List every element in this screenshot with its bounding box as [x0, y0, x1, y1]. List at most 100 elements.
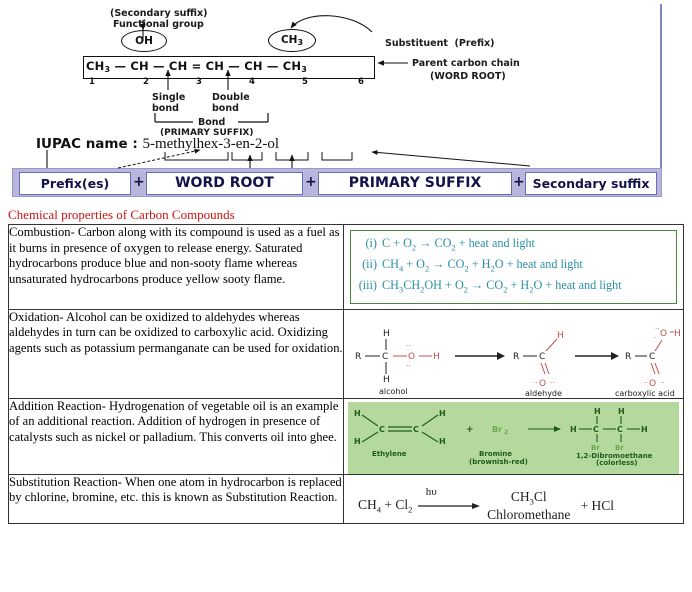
component-word-root-label: WORD ROOT	[175, 175, 274, 191]
svg-text:Ethylene: Ethylene	[372, 450, 407, 458]
svg-text:Br: Br	[615, 444, 624, 452]
addition-figure: H H C C H H Ethylene +	[343, 397, 684, 475]
arrow-icon	[417, 502, 480, 509]
svg-text:O: O	[660, 329, 667, 339]
svg-text:O: O	[408, 352, 415, 362]
table-row: Combustion- Carbon along with its compou…	[8, 224, 684, 310]
diagram-connectors	[46, 15, 531, 169]
combustion-description: Combustion- Carbon along with its compou…	[8, 224, 344, 310]
substitution-description: Substitution Reaction- When one atom in …	[8, 473, 344, 524]
component-word-root: WORD ROOT	[146, 172, 303, 195]
reaction-arrow: hυ	[416, 486, 484, 512]
combustion-equation-2: (ii)CH4 + O2 → CO2 + H2O + heat and ligh…	[355, 256, 672, 277]
svg-text:R: R	[625, 352, 631, 362]
component-prefix: Prefix(es)	[19, 172, 131, 195]
label-bond: Bond	[198, 117, 226, 128]
equation-number: (ii)	[362, 256, 377, 271]
svg-text:H: H	[641, 425, 648, 434]
substituent-circle: CH3	[268, 29, 316, 52]
component-secondary-suffix: Secondary suffix	[525, 172, 657, 195]
substitution-product: CH3Cl Chloromethane	[487, 489, 570, 523]
svg-text:··: ··	[550, 379, 554, 387]
combustion-equations-box: (i)C + O2 → CO2 + heat and light (ii)CH4…	[350, 230, 677, 304]
svg-text:+: +	[466, 425, 474, 435]
svg-text:alcohol: alcohol	[379, 387, 408, 396]
reaction-condition: hυ	[425, 485, 437, 498]
svg-text:H: H	[439, 437, 446, 446]
substitution-figure: CH4 + Cl2 hυ CH3Cl Chloromethane + HCl	[343, 473, 684, 524]
table-row: Oxidation- Alcohol can be oxidized to al…	[8, 308, 684, 399]
oxidation-description: Oxidation- Alcohol can be oxidized to al…	[8, 308, 344, 399]
substitution-byproduct: + HCl	[573, 497, 615, 513]
svg-text:C: C	[413, 425, 419, 434]
svg-text:carboxylic acid: carboxylic acid	[615, 389, 675, 398]
page-title: Chemical properties of Carbon Compounds	[8, 207, 235, 222]
addition-green-panel: H H C C H H Ethylene +	[348, 401, 679, 474]
svg-text:H: H	[433, 352, 440, 362]
iupac-name-label: IUPAC name :	[36, 136, 138, 152]
svg-text:Bromine: Bromine	[479, 450, 512, 458]
combustion-equation-3: (iii)CH3CH2OH + O2 → CO2 + H2O + heat an…	[355, 277, 672, 298]
svg-text:··: ··	[406, 342, 410, 350]
svg-text:(brownish-red): (brownish-red)	[469, 458, 528, 466]
chemical-properties-table: Combustion- Carbon along with its compou…	[8, 224, 684, 524]
svg-text:C: C	[379, 425, 385, 434]
iupac-name-line: IUPAC name : 5-methylhex-3-en-2-ol	[36, 136, 279, 153]
svg-text:H: H	[354, 437, 361, 446]
component-prefix-label: Prefix(es)	[40, 176, 110, 191]
component-primary-suffix-label: PRIMARY SUFFIX	[348, 175, 482, 191]
product-name: Chloromethane	[487, 506, 571, 522]
iupac-naming-diagram: (Secondary suffix) Functional group Subs…	[0, 0, 692, 205]
svg-text:(colorless): (colorless)	[596, 459, 638, 466]
svg-text:C: C	[617, 425, 623, 434]
iupac-name-value: 5-methylhex-3-en-2-ol	[142, 136, 280, 152]
svg-text:O: O	[649, 379, 656, 389]
svg-text:H: H	[439, 409, 446, 418]
svg-text:H: H	[570, 425, 577, 434]
svg-text:H: H	[557, 331, 564, 341]
parent-chain-box	[83, 56, 375, 79]
table-row: Substitution Reaction- When one atom in …	[8, 473, 684, 524]
oxidation-figure: R C H H O ·· ·· H alcohol	[343, 308, 684, 399]
addition-structures: H H C C H H Ethylene +	[354, 407, 653, 467]
svg-text:H: H	[354, 409, 361, 418]
combustion-figure: (i)C + O2 → CO2 + heat and light (ii)CH4…	[343, 224, 684, 310]
table-row: Addition Reaction- Hydrogenation of vege…	[8, 397, 684, 475]
name-components-bar: Prefix(es) + WORD ROOT + PRIMARY SUFFIX …	[12, 168, 662, 197]
plus-2: +	[305, 174, 317, 190]
product-formula: CH3Cl	[510, 488, 547, 507]
svg-text:··: ··	[660, 379, 664, 387]
addition-description: Addition Reaction- Hydrogenation of vege…	[8, 397, 344, 475]
svg-text:Br: Br	[492, 425, 502, 434]
svg-text:C: C	[382, 352, 388, 362]
svg-text:H: H	[594, 407, 601, 416]
svg-text:Br: Br	[591, 444, 600, 452]
svg-text:··: ··	[655, 325, 659, 333]
svg-text:C: C	[649, 352, 655, 362]
svg-text:H: H	[618, 407, 625, 416]
blue-vertical-rule	[660, 4, 662, 196]
label-word-root-note: (WORD ROOT)	[430, 71, 506, 82]
label-parent-chain: Parent carbon chain	[412, 58, 520, 69]
svg-text:1,2-Dibromoethane: 1,2-Dibromoethane	[576, 452, 653, 460]
label-substituent: Substituent (Prefix)	[385, 38, 495, 49]
component-primary-suffix: PRIMARY SUFFIX	[318, 172, 512, 195]
svg-text:H: H	[383, 375, 390, 385]
svg-text:R: R	[513, 352, 519, 362]
svg-text:H: H	[674, 329, 681, 339]
label-double-bond: Double bond	[212, 92, 250, 114]
functional-group-circle: OH	[121, 30, 167, 52]
combustion-equation-1: (i)C + O2 → CO2 + heat and light	[355, 235, 672, 256]
label-primary-suffix-note: (PRIMARY SUFFIX)	[160, 128, 254, 138]
substitution-equation: CH4 + Cl2 hυ CH3Cl Chloromethane + HCl	[358, 485, 615, 523]
label-secondary-suffix: (Secondary suffix)	[110, 8, 208, 19]
svg-text:·: ·	[654, 334, 656, 342]
svg-text:··: ··	[533, 379, 537, 387]
svg-text:O: O	[539, 379, 546, 389]
oxidation-structures: R C H H O ·· ·· H alcohol	[355, 325, 681, 398]
equation-number: (i)	[365, 236, 377, 250]
chain-formula: CH3 — CH — CH = CH — CH — CH3	[86, 59, 308, 74]
svg-text:2: 2	[504, 429, 508, 436]
svg-text:aldehyde: aldehyde	[525, 389, 562, 398]
svg-text:··: ··	[406, 362, 410, 370]
